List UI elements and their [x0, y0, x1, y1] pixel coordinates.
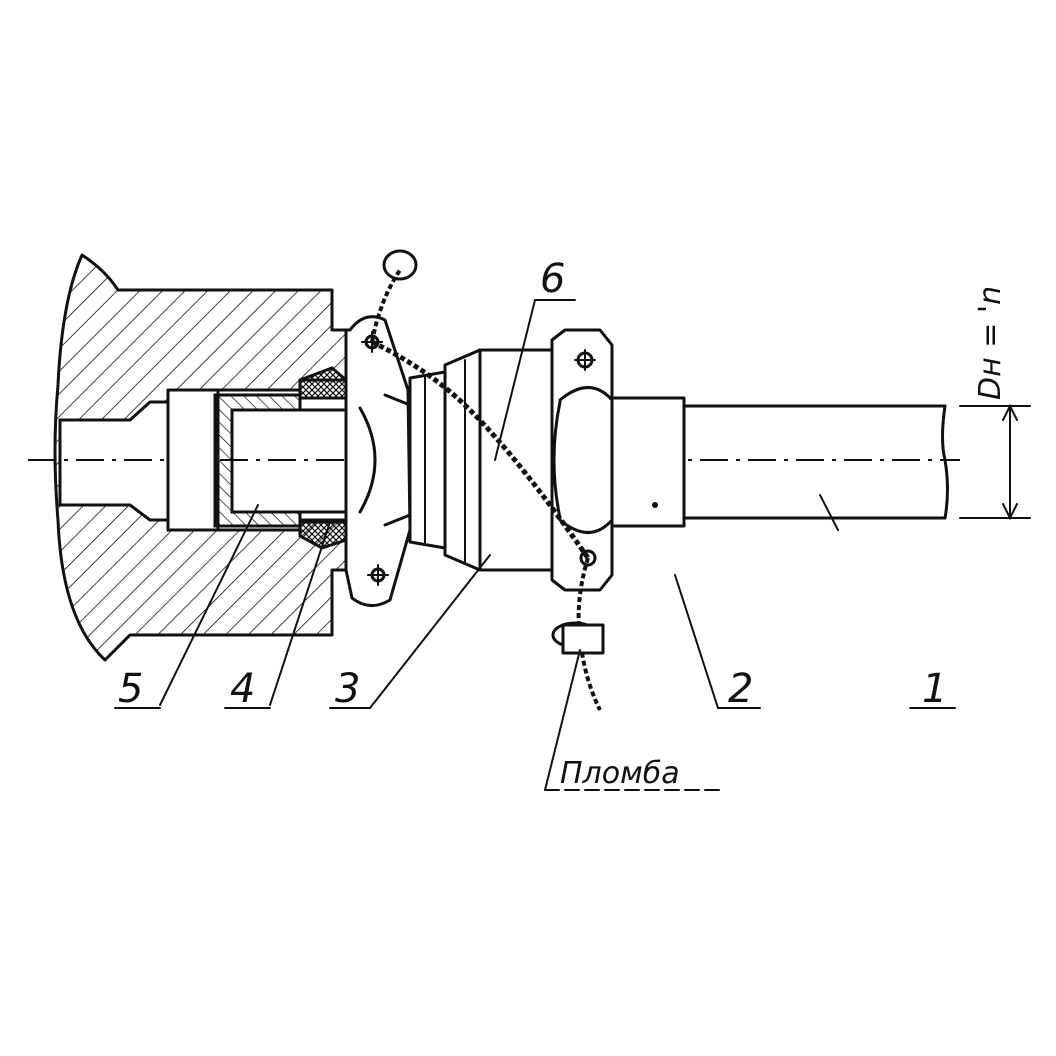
label-part-2: 2	[728, 666, 753, 712]
label-part-4: 4	[230, 666, 255, 712]
dimension-label: Dн = 'n	[973, 286, 1008, 400]
label-part-5: 5	[118, 666, 143, 712]
leader-lines	[114, 299, 956, 791]
union-nut	[344, 315, 412, 607]
label-part-3: 3	[335, 666, 360, 712]
nipple-part-5	[166, 388, 362, 532]
pipe-part-1	[682, 404, 949, 531]
sleeve-part-2	[610, 396, 686, 528]
label-part-6: 6	[540, 256, 565, 302]
gasket-part-4	[298, 366, 348, 550]
hex-nut	[550, 328, 620, 592]
label-part-1: 1	[922, 666, 947, 712]
body-part-3	[408, 348, 554, 572]
diameter-dimension: Dн = 'n	[959, 286, 1031, 521]
label-seal: Пломба	[560, 756, 680, 791]
lead-seal	[561, 623, 605, 655]
